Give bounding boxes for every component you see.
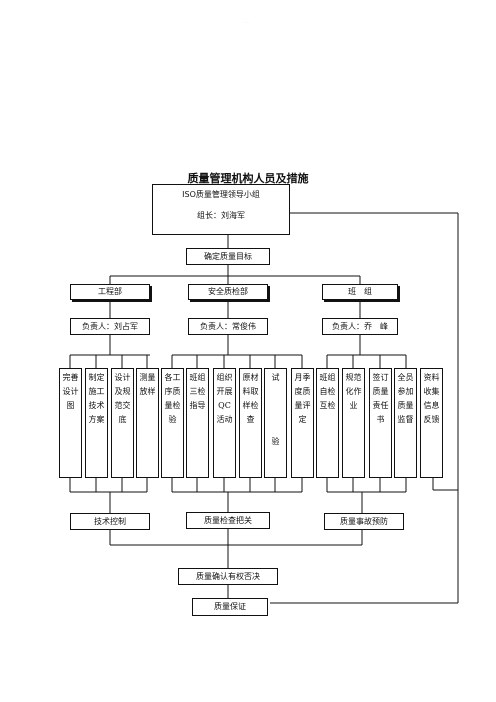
- measure-column-text: 全员: [397, 373, 414, 382]
- department-engineering: 工程部: [70, 284, 150, 300]
- measure-column-text: 互检: [319, 401, 336, 410]
- measure-column-text: 班组: [189, 373, 206, 382]
- measure-column-text: 各工: [164, 373, 181, 382]
- measure-column: 资料收集信息反馈: [420, 368, 443, 478]
- page-title: 质量管理机构人员及措施: [187, 172, 309, 185]
- measure-column-text: 三检: [189, 387, 206, 396]
- measure-column-text: 资料: [423, 373, 440, 382]
- measure-column-text: 质量: [397, 401, 414, 410]
- measure-column: 规范化作业: [342, 368, 365, 478]
- measure-column: 班组三检指导: [186, 368, 209, 478]
- measure-column: 试验: [264, 368, 287, 478]
- measure-column: 原材料取样检查: [239, 368, 262, 478]
- measure-column-text: 试: [271, 373, 280, 382]
- measure-column: 各工序质量检验: [161, 368, 184, 478]
- measure-column: 组织开展 QC 活动: [213, 368, 236, 478]
- measure-column-text: 范交: [114, 401, 131, 410]
- measure-column-text: 班组: [319, 373, 336, 382]
- measure-column-text: 监督: [397, 415, 414, 424]
- measure-column-text: 完善: [62, 373, 79, 382]
- measure-column-text: 样检: [242, 401, 259, 410]
- measure-column-text: 量评: [294, 401, 311, 410]
- measure-column: 签订质量责任书: [369, 368, 392, 478]
- measure-column-text: QC: [218, 401, 231, 410]
- measure-column-text: 技术: [88, 401, 105, 410]
- quality-assurance-box: 质量保证: [192, 598, 268, 616]
- measure-column-text: 制定: [88, 373, 105, 382]
- iso-leadership-group-box: ISO质量管理领导小组 组长：刘海军: [152, 184, 290, 235]
- quality-veto-box: 质量确认有权否决: [178, 568, 278, 585]
- quality-inspection-box: 质量检查把关: [186, 512, 270, 529]
- measure-column-text: 测量: [139, 373, 156, 382]
- measure-column-text: 责任: [372, 401, 389, 410]
- measure-column-text: 料取: [242, 387, 259, 396]
- measure-column: 完善设计图: [59, 368, 82, 478]
- measure-column-text: 定: [298, 415, 307, 424]
- measure-column-text: 收集: [423, 387, 440, 396]
- measure-column-text: 设计: [114, 373, 131, 382]
- measure-column-text: 设计: [62, 387, 79, 396]
- measure-column: 制定施工技术方案: [85, 368, 108, 478]
- accident-prevention-box: 质量事故预防: [324, 513, 404, 530]
- measure-column-text: 验: [271, 437, 280, 446]
- measure-column-text: 放样: [139, 387, 156, 396]
- iso-group-name: ISO质量管理领导小组: [182, 190, 260, 199]
- measure-column-text: 及规: [114, 387, 131, 396]
- measure-column: 月季度质量评定: [291, 368, 314, 478]
- department-safety-qc: 安全质检部: [188, 284, 268, 300]
- measure-column-text: 自检: [319, 387, 336, 396]
- department-team: 班 组: [322, 284, 398, 300]
- measure-column-text: 度质: [294, 387, 311, 396]
- measure-column-text: 底: [118, 415, 127, 424]
- measure-column-text: 活动: [216, 415, 233, 424]
- iso-group-leader: 组长：刘海军: [197, 211, 245, 220]
- leader-engineering: 负责人：刘占军: [70, 318, 150, 335]
- leader-safety-qc: 负责人：常俊伟: [188, 318, 268, 335]
- measure-column-text: 查: [246, 415, 255, 424]
- measure-column-text: 量检: [164, 401, 181, 410]
- measure-column: 全员参加质量监督: [394, 368, 417, 478]
- technical-control-box: 技术控制: [70, 513, 150, 530]
- leader-team: 负责人：乔 峰: [322, 318, 398, 335]
- measure-column-text: 组织: [216, 373, 233, 382]
- measure-column-text: 开展: [216, 387, 233, 396]
- measure-column-text: 反馈: [423, 415, 440, 424]
- measure-column-text: 参加: [397, 387, 414, 396]
- measure-column-text: 业: [349, 401, 358, 410]
- measure-column-text: 书: [376, 415, 385, 424]
- measure-column-text: 月季: [294, 373, 311, 382]
- measure-column-text: 验: [168, 415, 177, 424]
- measure-column-text: 质量: [372, 387, 389, 396]
- measure-column-text: 图: [66, 401, 75, 410]
- measure-column-text: 签订: [372, 373, 389, 382]
- measure-column: 班组自检互检: [316, 368, 339, 478]
- measure-column-text: 序质: [164, 387, 181, 396]
- measure-column: 设计及规范交底: [111, 368, 134, 478]
- measure-column-text: 信息: [423, 401, 440, 410]
- measure-column-text: 原材: [242, 373, 259, 382]
- measure-column: 测量放样: [136, 368, 159, 478]
- measure-column-text: 规范: [345, 373, 362, 382]
- measure-column-text: 方案: [88, 415, 105, 424]
- faint-mark: · · ·: [244, 20, 251, 25]
- measure-column-text: 化作: [345, 387, 362, 396]
- measure-column-text: 施工: [88, 387, 105, 396]
- measure-column-text: 指导: [189, 401, 206, 410]
- quality-goal-box: 确定质量目标: [186, 248, 270, 265]
